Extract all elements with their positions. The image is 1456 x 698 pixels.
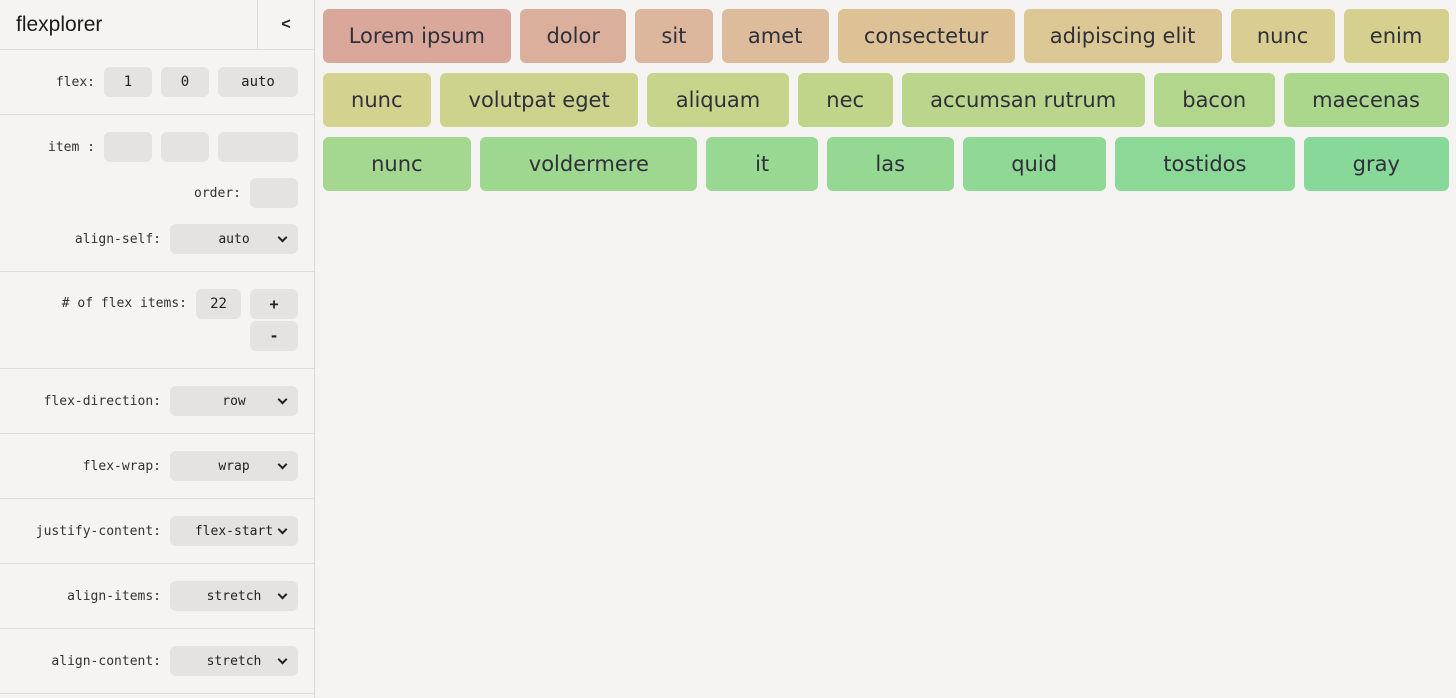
flex-item[interactable]: las [826,137,954,191]
order-input[interactable] [250,178,298,208]
flex-item[interactable]: sit [635,9,713,63]
item-flex-grow-input[interactable] [104,132,152,162]
chevron-down-icon [277,394,288,405]
count-row: # of flex items: + - [16,289,298,351]
flex-shorthand-section: flex: [0,50,314,115]
flex-wrap-section: flex-wrap: wrap [0,434,314,499]
flex-label: flex: [55,74,95,90]
flex-item[interactable]: maecenas [1283,73,1449,127]
align-self-label: align-self: [74,231,161,247]
justify-content-section: justify-content: flex-start [0,499,314,564]
align-content-row: align-content: stretch [16,646,298,676]
chevron-down-icon [277,589,288,600]
justify-content-select[interactable]: flex-start [170,516,298,546]
flex-item[interactable]: voldermere [480,137,698,191]
flex-item[interactable]: Lorem ipsum [322,9,512,63]
flex-item[interactable]: adipiscing elit [1023,9,1222,63]
flex-item[interactable]: amet [721,9,829,63]
justify-content-label: justify-content: [35,523,161,539]
flex-wrap-label: flex-wrap: [82,458,161,474]
flex-item[interactable]: volutpat eget [440,73,639,127]
align-self-value: auto [218,231,250,247]
flex-direction-value: row [222,393,246,409]
count-buttons: + - [250,289,298,351]
flex-direction-select[interactable]: row [170,386,298,416]
flex-items-count-section: # of flex items: + - [0,272,314,369]
flex-grow-input[interactable] [104,67,152,97]
align-content-section: align-content: stretch [0,629,314,694]
item-properties-section: item : order: align-self: auto [0,115,314,272]
justify-content-value: flex-start [194,523,274,539]
align-items-value: stretch [206,588,262,604]
flex-wrap-value: wrap [218,458,250,474]
flex-item[interactable]: accumsan rutrum [901,73,1145,127]
align-items-label: align-items: [67,588,161,604]
chevron-left-icon: < [281,15,291,33]
flex-wrap-select[interactable]: wrap [170,451,298,481]
flex-shorthand-row: flex: [16,67,298,97]
flex-direction-section: flex-direction: row [0,369,314,434]
flex-item[interactable]: nunc [1230,9,1335,63]
flex-item[interactable]: nunc [322,73,432,127]
app-title: flexplorer [16,12,103,36]
flex-basis-input[interactable] [218,67,298,97]
flex-item[interactable]: consectetur [837,9,1015,63]
count-input[interactable] [196,289,241,319]
flex-item[interactable]: gray [1304,137,1449,191]
align-content-select[interactable]: stretch [170,646,298,676]
flex-wrap-row: flex-wrap: wrap [16,451,298,481]
remove-item-button[interactable]: - [250,321,298,351]
flex-item[interactable]: it [706,137,818,191]
item-flex-row: item : [16,132,298,162]
order-label: order: [194,185,241,201]
flex-item[interactable]: enim [1343,9,1449,63]
justify-content-row: justify-content: flex-start [16,516,298,546]
flex-item[interactable]: nec [797,73,893,127]
align-items-row: align-items: stretch [16,581,298,611]
order-row: order: [16,178,298,208]
align-items-section: align-items: stretch [0,564,314,629]
align-content-label: align-content: [51,653,161,669]
align-items-select[interactable]: stretch [170,581,298,611]
chevron-down-icon [277,524,288,535]
flex-item[interactable]: nunc [322,137,472,191]
item-label: item : [48,139,95,155]
flex-item[interactable]: tostidos [1114,137,1296,191]
sidebar-header: flexplorer < [0,0,314,50]
flex-item[interactable]: dolor [520,9,627,63]
align-self-row: align-self: auto [16,224,298,254]
sidebar: flexplorer < flex: item : order: [0,0,315,698]
flex-direction-label: flex-direction: [43,393,161,409]
flex-item[interactable]: quid [962,137,1106,191]
chevron-down-icon [277,232,288,243]
collapse-sidebar-button[interactable]: < [257,0,314,49]
count-label: # of flex items: [61,296,187,311]
item-flex-shrink-input[interactable] [161,132,209,162]
chevron-down-icon [277,654,288,665]
align-content-value: stretch [206,653,262,669]
flex-item[interactable]: aliquam [647,73,789,127]
align-self-select[interactable]: auto [170,224,298,254]
add-item-button[interactable]: + [250,289,298,319]
flex-shrink-input[interactable] [161,67,209,97]
flex-item[interactable]: bacon [1153,73,1275,127]
item-flex-basis-input[interactable] [218,132,298,162]
chevron-down-icon [277,459,288,470]
flex-direction-row: flex-direction: row [16,386,298,416]
